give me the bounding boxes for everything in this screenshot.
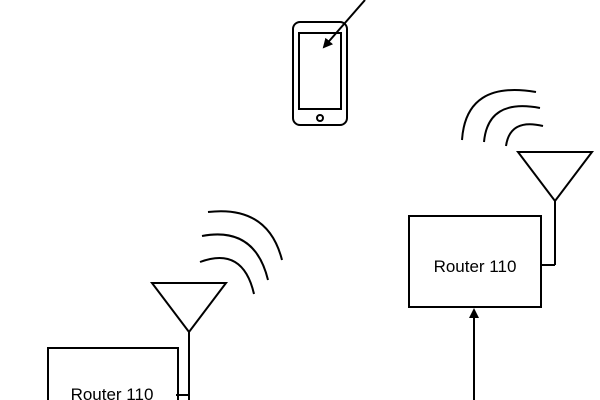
antenna-icon — [149, 282, 229, 400]
router-left: Router 110 — [47, 210, 283, 400]
antenna-icon — [515, 151, 595, 266]
router-label: Router 110 — [434, 257, 517, 276]
wifi-signal-icon — [461, 89, 544, 147]
wifi-signal-icon — [199, 210, 283, 295]
router-box — [47, 347, 179, 400]
router-box — [408, 215, 542, 308]
arrow-to-smartphone — [322, 0, 366, 49]
router-label: Router 110 — [71, 385, 154, 400]
router-right: Router 110 — [408, 89, 595, 308]
smartphone-icon — [292, 21, 348, 126]
